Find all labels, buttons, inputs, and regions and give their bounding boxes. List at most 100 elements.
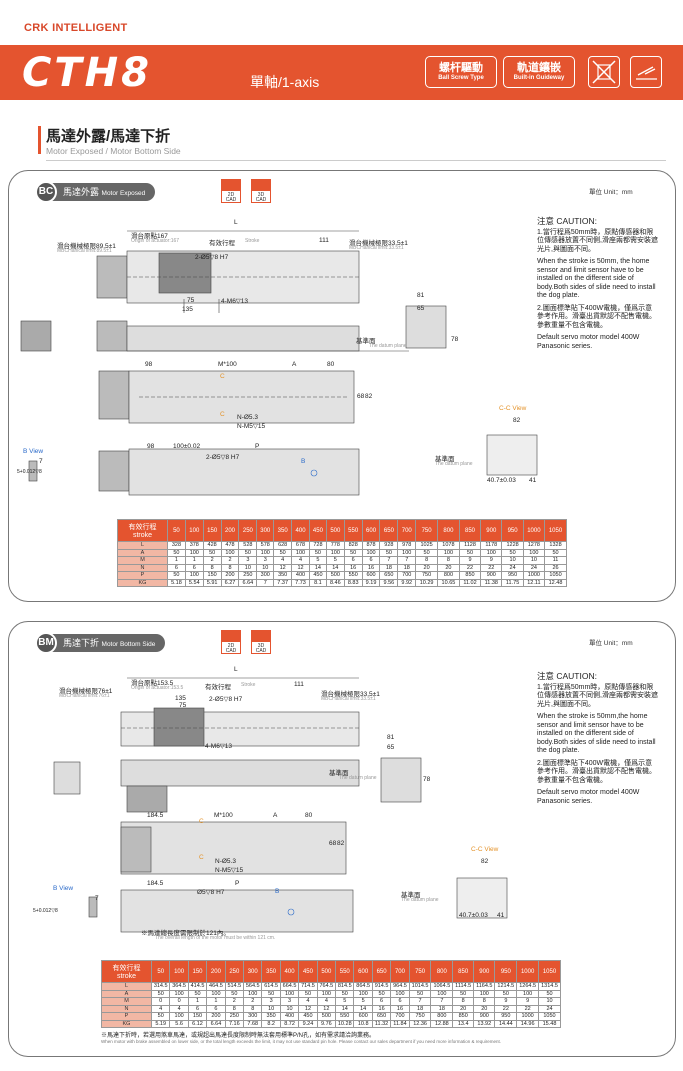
table-cell: 10 [261, 1004, 281, 1013]
table-cell: 7 [379, 556, 399, 565]
variant-pill: BM 馬達下折 Motor Bottom Side [35, 632, 166, 654]
stroke-cell: 800 [437, 519, 460, 542]
dim-origin: 滑台原點167 [131, 233, 168, 240]
table-cell: 200 [220, 571, 240, 580]
table-cell: 664.5 [279, 982, 300, 991]
table-cell: 100 [361, 548, 381, 557]
dim-65: 65 [387, 744, 395, 751]
table-cell: 100 [184, 548, 204, 557]
table-cell: 11.38 [480, 578, 503, 587]
table-cell: 1050 [544, 571, 567, 580]
view-b-marker: B [301, 458, 306, 465]
stroke-cell: 100 [184, 519, 204, 542]
dim-98-b: 98 [147, 443, 155, 450]
table-cell: 6.27 [220, 578, 240, 587]
stroke-cell: 300 [243, 960, 263, 983]
stroke-cell: 250 [238, 519, 258, 542]
caution-note-2-en: Default servo motor model 400W Panasonic… [537, 334, 640, 350]
stroke-cell: 600 [353, 960, 373, 983]
table-cell: 600 [361, 571, 381, 580]
dim-hole-4: N-M5▽15 [237, 423, 266, 430]
cad-2d-button[interactable]: 2D CAD [221, 630, 241, 654]
table-cell: 100 [437, 548, 460, 557]
table-cell: 26 [544, 563, 567, 572]
table-cell: 1 [184, 556, 204, 565]
stroke-cell: 450 [308, 519, 327, 542]
dim-41: 41 [497, 912, 505, 919]
dim-mech-right-en: MBCHanical limit:33.5±1 [349, 245, 404, 251]
row-label: A [117, 548, 168, 557]
table-cell: 100 [516, 989, 540, 998]
table-cell: 50 [408, 989, 432, 998]
dim-hole-4: N-M5▽15 [215, 867, 244, 874]
row-label: A [101, 989, 152, 998]
table-cell: 0 [169, 997, 189, 1006]
stroke-cell: 400 [291, 519, 310, 542]
cad-2d-button[interactable]: 2D CAD [221, 179, 241, 203]
stroke-header-label-en: stroke [132, 532, 153, 539]
table-cell: 5.54 [184, 578, 204, 587]
stroke-cell: 900 [480, 519, 503, 542]
table-cell: 9 [516, 997, 540, 1006]
caution-note-1: 1.當行程爲50mm時，原點傳感器和限位傳感器放置不同側,滑座兩都需安裝遮光片,… [537, 228, 658, 253]
model-title: CTH8 [22, 50, 152, 96]
table-cell: 7 [408, 997, 432, 1006]
dim-L: L [234, 219, 238, 226]
table-cell: 728 [308, 541, 327, 550]
table-cell: 6 [343, 556, 363, 565]
stroke-cell: 350 [273, 519, 293, 542]
table-cell: 200 [206, 1012, 226, 1021]
variant-name: 馬達外露 [63, 187, 100, 197]
dim-m100: M*100 [214, 812, 233, 819]
caution-note-1: 1.當行程爲50mm時，原點傳感器和限位傳感器放置不同側,滑座兩都需安裝遮光片,… [537, 683, 658, 708]
table-cell: 950 [501, 571, 524, 580]
table-cell: 750 [408, 1012, 432, 1021]
dim-origin-en: Origin of actuator:153.5 [131, 685, 184, 691]
table-cell: 900 [473, 1012, 496, 1021]
table-cell: 3 [256, 556, 275, 565]
cad-3d-button[interactable]: 3D CAD [251, 179, 271, 203]
table-cell: 16 [390, 1004, 410, 1013]
table-cell: 4 [291, 556, 310, 565]
table-cell: 10 [238, 563, 258, 572]
brand-name: CRK INTELLIGENT [24, 22, 128, 34]
section-title: 馬達外露/馬達下折 [46, 128, 171, 145]
dim-stroke: 有效行程 [209, 240, 235, 247]
table-cell: 12.48 [544, 578, 567, 587]
table-cell: 314.5 [150, 982, 171, 991]
table-cell: 24 [522, 563, 546, 572]
dim-135: 135 [182, 306, 193, 313]
table-cell: 10.65 [437, 578, 460, 587]
datum-label-2: 基準面 [401, 892, 421, 899]
table-cell: 100 [206, 989, 226, 998]
table-cell: 378 [184, 541, 204, 550]
table-cell: 14.44 [494, 1019, 518, 1028]
dim-hole-1: 2-Ø5▽8 H7 [209, 696, 243, 703]
stroke-cell: 550 [335, 960, 355, 983]
table-cell: 400 [279, 1012, 300, 1021]
table-cell: 24 [501, 563, 524, 572]
table-cell: 1264.5 [516, 982, 540, 991]
table-cell: 814.5 [335, 982, 355, 991]
table-cell: 328 [167, 541, 186, 550]
table-cell: 14 [325, 563, 345, 572]
table-cell: 6 [371, 997, 392, 1006]
dim-40-7: 40.7±0.03 [459, 912, 488, 919]
length-limit-note: ※馬達總長度需限制於121內。 [141, 930, 230, 937]
dim-80: 80 [305, 812, 313, 819]
stroke-cell: 300 [256, 519, 275, 542]
table-cell: 12 [316, 1004, 337, 1013]
caution-note-2: 2.圖面標準貼下400W電機，僅爲示意參考作用。滑臺出貨默認不配售電機。參數重量… [537, 759, 656, 784]
stroke-cell: 400 [279, 960, 300, 983]
table-cell: 7.16 [224, 1019, 245, 1028]
stroke-cell: 750 [415, 519, 439, 542]
table-cell: 16 [343, 563, 363, 572]
table-cell: 50 [167, 571, 186, 580]
cad-3d-button[interactable]: 3D CAD [251, 630, 271, 654]
table-cell: 14 [335, 1004, 355, 1013]
view-b-label: B View [23, 448, 44, 455]
